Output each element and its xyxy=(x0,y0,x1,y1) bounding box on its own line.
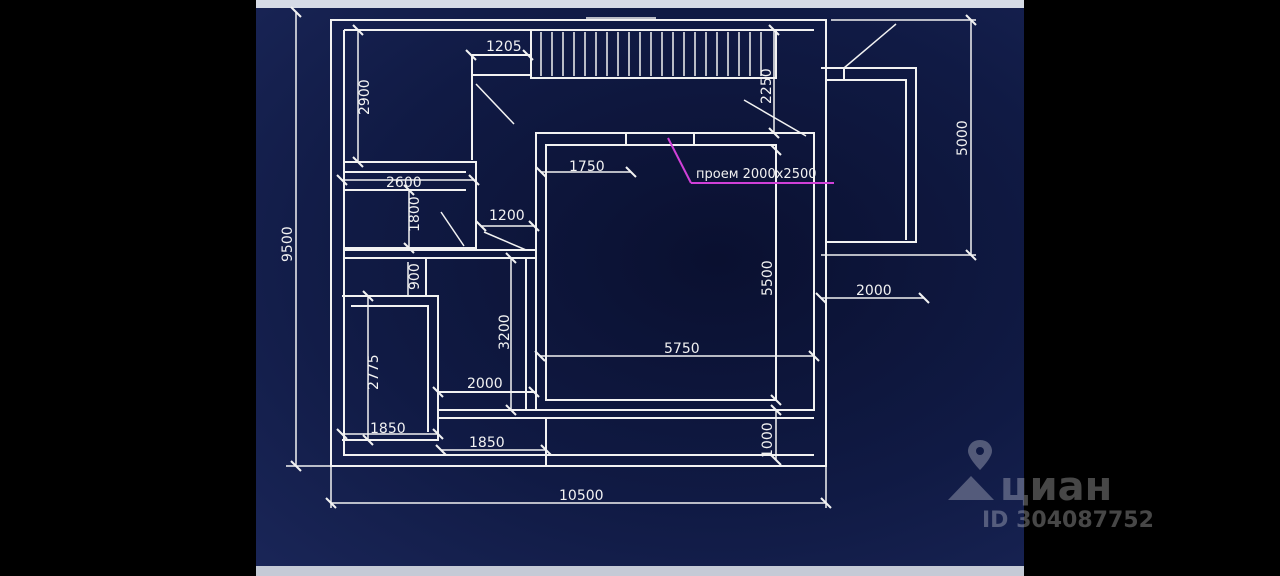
wall-top-left xyxy=(471,54,531,160)
dim-10500: 10500 xyxy=(559,488,604,504)
dim-2600: 2600 xyxy=(386,175,422,191)
corridor-bottom xyxy=(438,391,537,411)
dim-2000-right: 2000 xyxy=(856,283,892,299)
dim-1850-left: 1850 xyxy=(370,421,406,437)
dim-1850-right: 1850 xyxy=(469,435,505,451)
dim-2900: 2900 xyxy=(357,79,373,115)
balcony-outer xyxy=(821,67,917,243)
bath-room xyxy=(342,295,439,441)
dim-1205: 1205 xyxy=(486,39,522,55)
main-room xyxy=(535,132,815,411)
window-bottom-bar xyxy=(256,566,1024,576)
staircase-steps xyxy=(540,32,762,76)
dim-1800: 1800 xyxy=(407,196,423,232)
opening-leader-line xyxy=(667,137,834,184)
dim-5000: 5000 xyxy=(955,120,971,156)
dimension-lines xyxy=(295,12,976,504)
dim-3200: 3200 xyxy=(497,314,513,350)
dim-900: 900 xyxy=(407,263,423,290)
dim-1750: 1750 xyxy=(569,159,605,175)
dim-5750: 5750 xyxy=(664,341,700,357)
dim-1000: 1000 xyxy=(760,422,776,458)
door-swings xyxy=(440,23,897,251)
balcony-inner xyxy=(826,79,907,240)
dim-9500: 9500 xyxy=(280,226,296,262)
map-pin-icon xyxy=(948,440,994,500)
opening-annotation: проем 2000х2500 xyxy=(696,167,817,182)
dimension-ticks xyxy=(290,6,977,509)
outer-wall-inner xyxy=(343,30,814,456)
floor-plan-drawing: 1205 2900 2250 5000 9500 2600 1750 1800 … xyxy=(280,6,994,509)
dim-5500: 5500 xyxy=(760,260,776,296)
monitor-screen: 1205 2900 2250 5000 9500 2600 1750 1800 … xyxy=(256,0,1024,576)
dim-2250: 2250 xyxy=(759,68,775,104)
window-top-bar xyxy=(256,0,1024,8)
dim-2000-inner: 2000 xyxy=(467,376,503,392)
dim-1200: 1200 xyxy=(489,208,525,224)
dim-2775: 2775 xyxy=(366,354,382,390)
